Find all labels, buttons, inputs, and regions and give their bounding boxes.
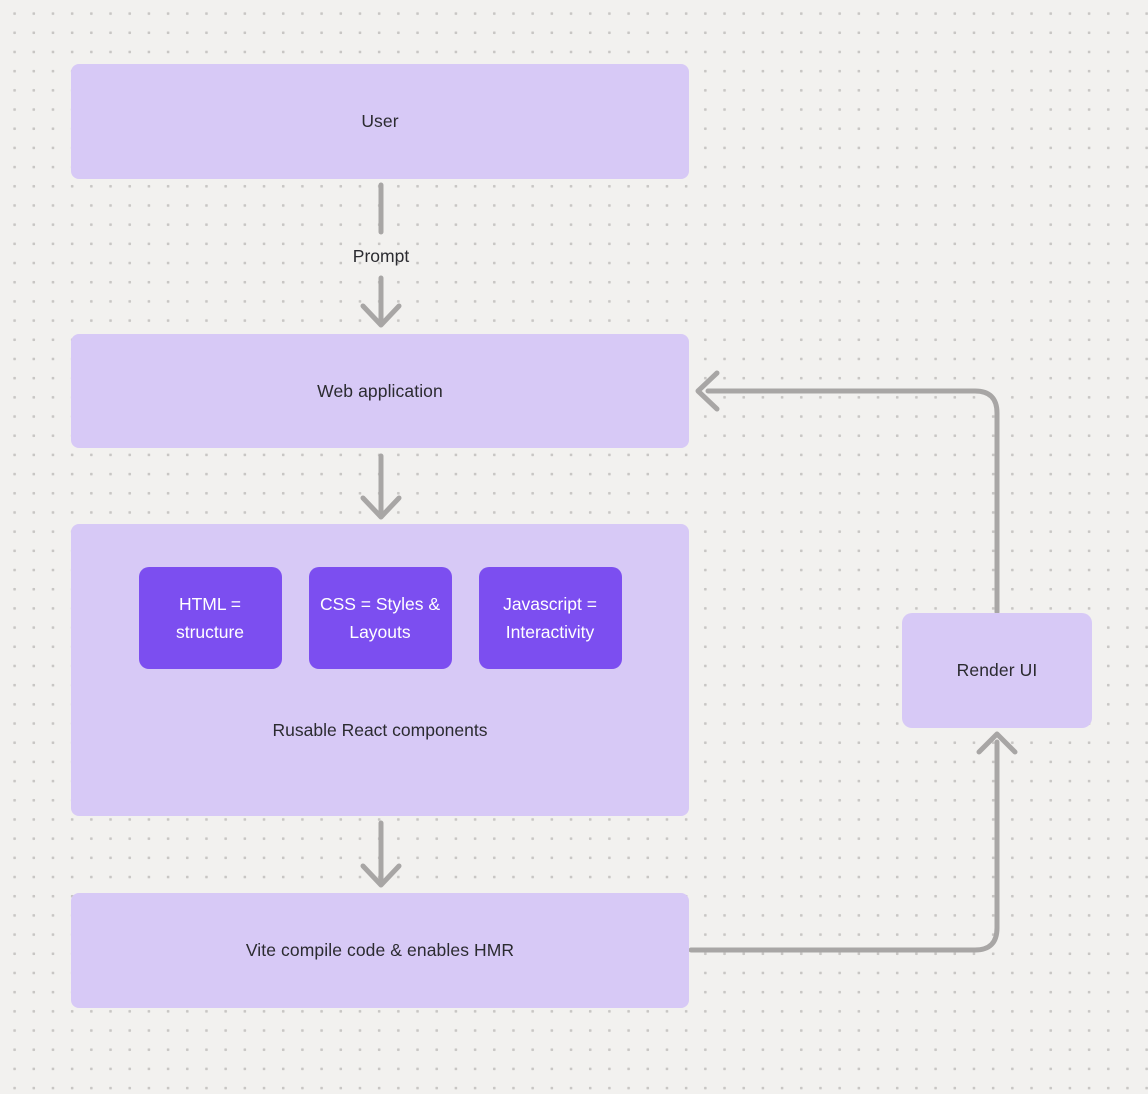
node-render-ui: Render UI — [902, 613, 1092, 728]
node-css-label: CSS = Styles & Layouts — [319, 594, 441, 642]
connector-components-to-vite — [360, 820, 402, 888]
node-javascript-label: Javascript = Interactivity — [503, 594, 597, 642]
node-vite: Vite compile code & enables HMR — [71, 893, 689, 1008]
node-user-label: User — [361, 111, 399, 131]
node-javascript: Javascript = Interactivity — [478, 567, 622, 669]
node-css: CSS = Styles & Layouts — [308, 567, 452, 669]
components-row: HTML = structure CSS = Styles & Layouts … — [71, 567, 689, 669]
connector-vite-to-render — [688, 731, 1018, 953]
node-vite-label: Vite compile code & enables HMR — [245, 940, 515, 960]
node-components-group: HTML = structure CSS = Styles & Layouts … — [71, 524, 689, 816]
node-user: User — [71, 64, 689, 179]
node-render-ui-label: Render UI — [956, 660, 1038, 680]
components-group-caption: Rusable React components — [272, 720, 488, 740]
edge-label-prompt: Prompt — [352, 246, 410, 266]
node-web-application: Web application — [71, 334, 689, 448]
node-html: HTML = structure — [138, 567, 282, 669]
connector-web-to-components — [360, 453, 402, 520]
node-web-application-label: Web application — [317, 380, 443, 401]
connector-render-to-web — [695, 370, 1000, 615]
node-html-label: HTML = structure — [175, 594, 245, 642]
